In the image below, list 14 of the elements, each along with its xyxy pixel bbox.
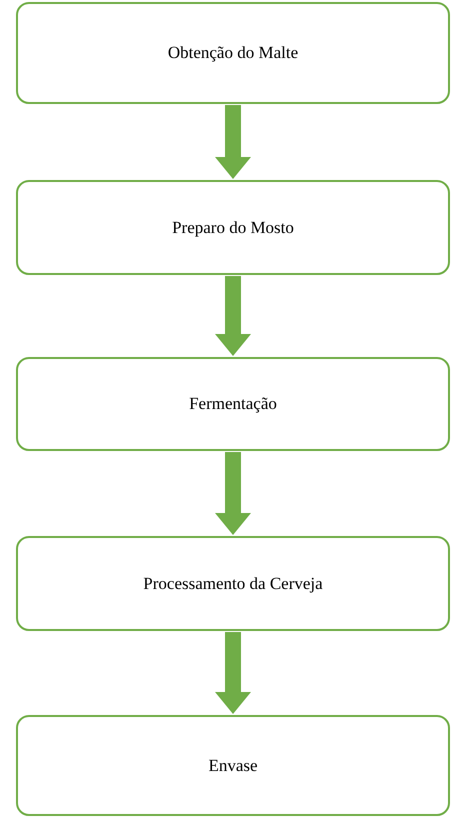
process-box bbox=[16, 357, 450, 451]
step-label: Obtenção do Malte bbox=[168, 43, 298, 63]
arrow bbox=[215, 452, 251, 535]
arrow bbox=[215, 632, 251, 714]
step-label: Processamento da Cerveja bbox=[143, 574, 323, 594]
process-box bbox=[16, 180, 450, 275]
process-box bbox=[16, 715, 450, 816]
step-label: Fermentação bbox=[189, 394, 277, 414]
arrow bbox=[215, 276, 251, 356]
arrow bbox=[215, 105, 251, 179]
process-box bbox=[16, 2, 450, 104]
step-label: Envase bbox=[208, 756, 258, 776]
step-label: Preparo do Mosto bbox=[172, 218, 294, 238]
process-box bbox=[16, 536, 450, 631]
